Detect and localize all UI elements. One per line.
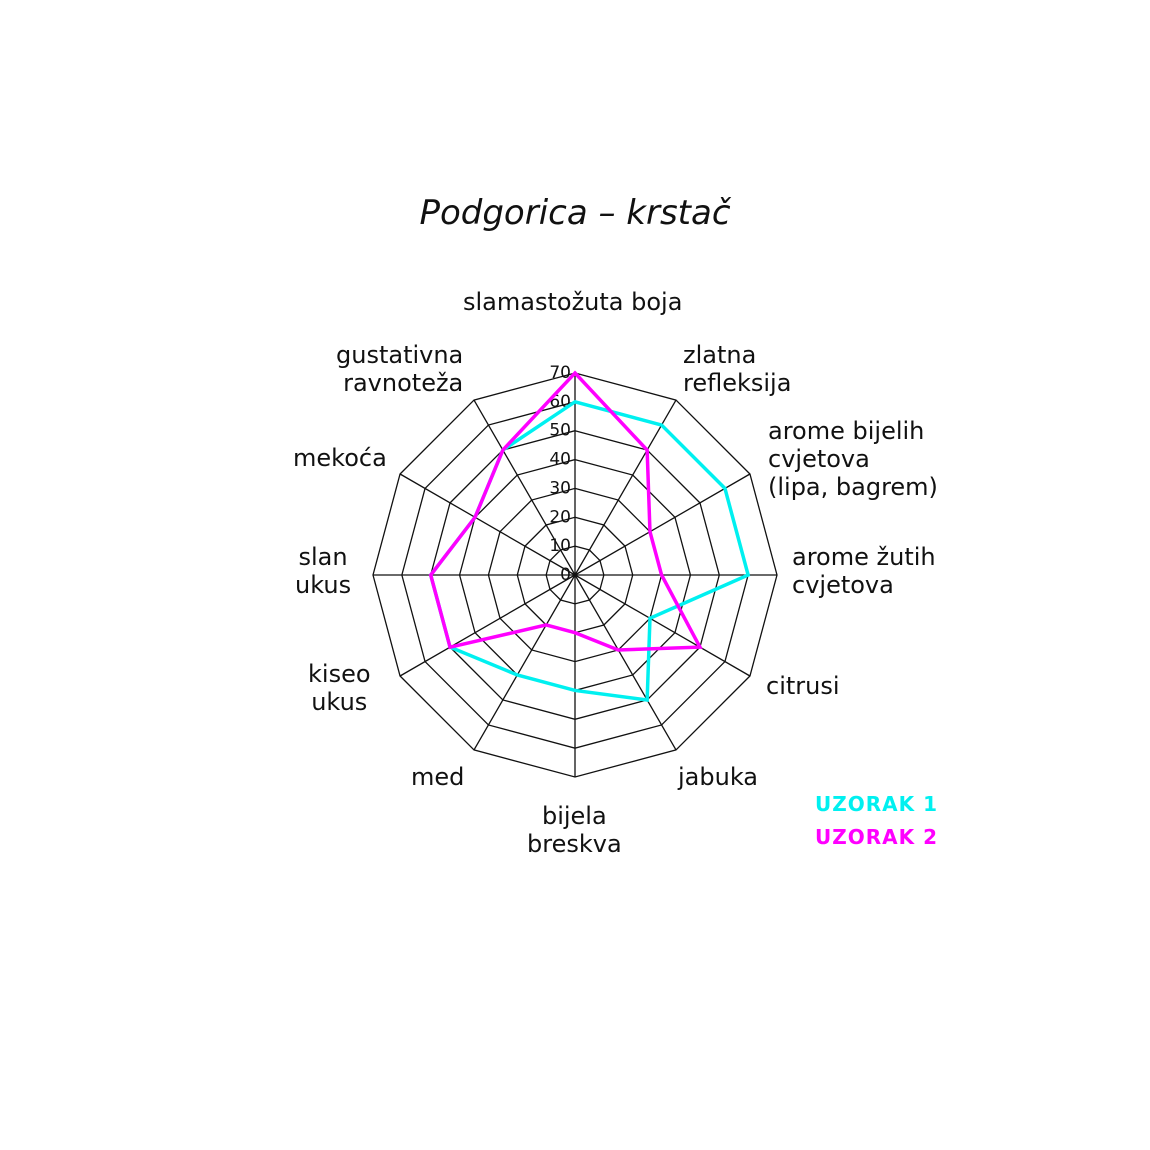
grid-spoke [574,399,677,576]
grid-spoke [574,574,751,677]
tick-label: 50 [549,421,571,441]
tick-label: 40 [549,450,571,470]
tick-label: 30 [549,478,571,498]
legend-uzorak-2: UZORAK 2 [815,825,938,849]
axis-label: arome bijelih cvjetova (lipa, bagrem) [768,417,938,501]
tick-label: 0 [560,565,571,585]
axis-label: citrusi [766,672,840,700]
legend-uzorak-1: UZORAK 1 [815,792,938,816]
axis-label: bijela breskva [527,802,622,858]
grid-spoke [473,399,576,576]
grid-spoke [473,574,576,751]
tick-label: 20 [549,507,571,527]
axis-label: zlatna refleksija [683,341,792,397]
axis-label: mekoća [293,444,387,472]
axis-label: jabuka [678,763,759,791]
axis-label: arome žutih cvjetova [792,543,936,599]
axis-label: gustativna ravnoteža [336,341,464,397]
axis-label: kiseo ukus [308,660,371,716]
tick-label: 10 [549,536,571,556]
axis-label: med [411,763,465,791]
grid-spoke [574,473,751,576]
axis-label: slamastožuta boja [463,288,683,316]
grid-spoke [399,473,576,576]
tick-label: 70 [549,363,571,383]
axis-label: slan ukus [295,543,352,599]
chart-title: Podgorica – krstač [419,193,731,233]
grid-spoke [574,574,677,751]
grid-spoke [399,574,576,677]
